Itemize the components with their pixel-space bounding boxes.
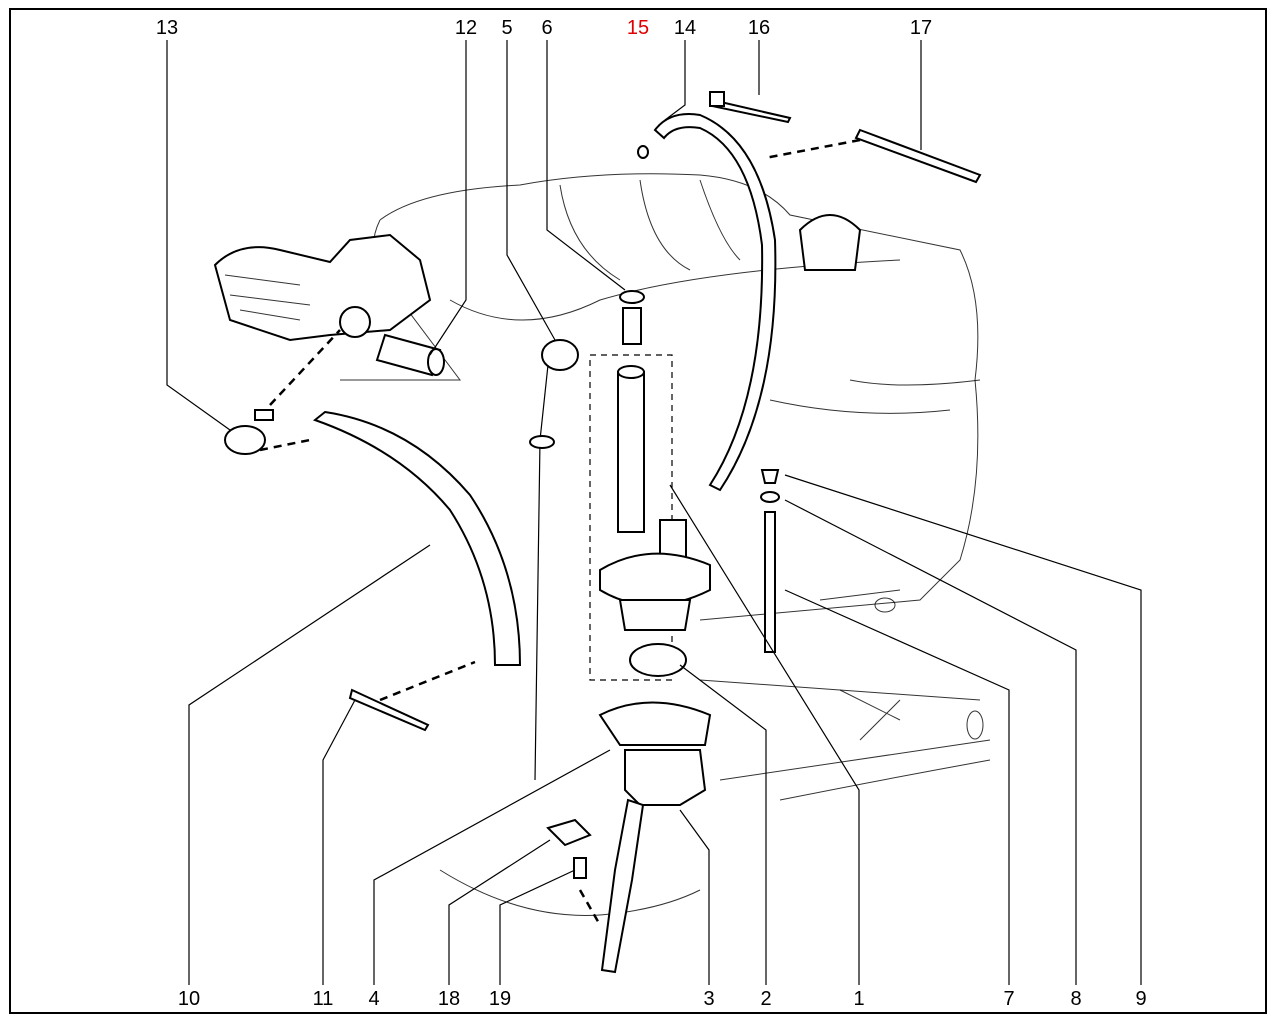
label-8: 8 [1070,988,1081,1010]
stud-7-8-9 [760,469,780,653]
hose-clamp-13 [224,409,274,455]
label-10: 10 [178,988,200,1010]
label-6: 6 [541,17,552,39]
bottom-labels: 10 11 4 18 19 3 2 1 7 8 9 [178,988,1147,1010]
breather-hose-14 [653,113,777,492]
throttle-body [213,233,432,342]
label-17: 17 [910,17,932,39]
label-11: 11 [313,988,334,1010]
clip-16 [709,91,792,124]
seal-2 [629,643,687,677]
label-5: 5 [501,17,512,39]
plug-6 [619,290,645,345]
label-14: 14 [674,17,696,39]
o-ring-15 [637,145,649,159]
label-13: 13 [156,17,178,39]
label-12: 12 [455,17,477,39]
cable-tie-11 [348,688,430,732]
cable-tie-17 [854,128,982,184]
label-1: 1 [853,988,864,1010]
label-2: 2 [760,988,771,1010]
label-19: 19 [489,988,511,1010]
hose-connector-12 [375,333,445,377]
label-7: 7 [1003,988,1014,1010]
label-18: 18 [438,988,460,1010]
label-3: 3 [703,988,714,1010]
label-4: 4 [368,988,379,1010]
fuel-cap [798,214,862,271]
filler-pipe-4-3 [598,701,712,974]
top-labels: 13 12 5 6 15 14 16 17 [156,17,932,39]
diagram-frame [9,8,1267,1014]
label-9: 9 [1135,988,1146,1010]
dipstick-5 [529,339,579,781]
label-16: 16 [748,17,770,39]
bolt-19 [573,857,587,879]
label-15-highlighted: 15 [627,17,649,39]
leader-lines [166,40,1142,985]
bracket-18 [546,818,592,847]
assembly-arrows [259,138,861,926]
filler-neck-assembly [589,354,711,681]
coolant-hose-10 [312,410,522,666]
